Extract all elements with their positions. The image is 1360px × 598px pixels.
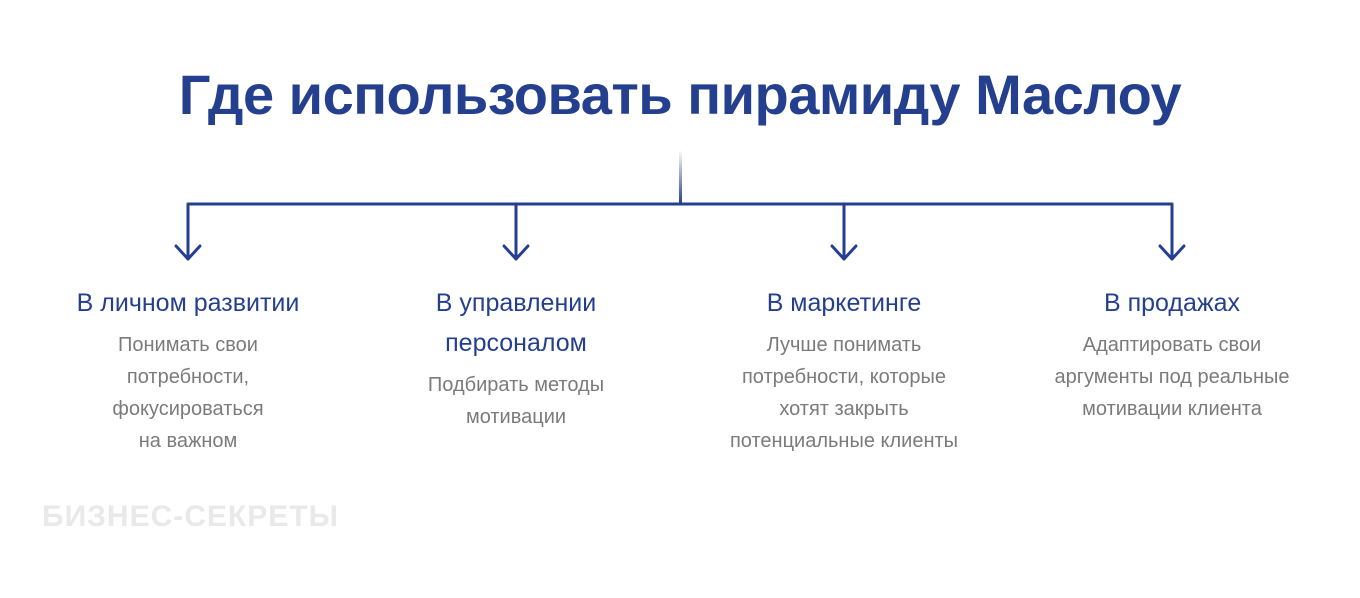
column-heading: В управлении персоналом <box>435 289 597 357</box>
trunk-line <box>679 150 682 204</box>
column-heading: В маркетинге <box>766 289 922 317</box>
column-body: Лучше понимать потребности, которые хотя… <box>729 334 959 452</box>
arrow-down-icon <box>830 202 858 261</box>
column-body: Подбирать методы мотивации <box>427 374 605 428</box>
arrow-down-icon <box>174 202 202 261</box>
watermark-logo: БИЗНЕС-СЕКРЕТЫ <box>42 500 339 533</box>
column-heading: В продажах <box>1103 289 1241 317</box>
arrow-down-icon <box>1158 202 1186 261</box>
column-personal-development: В личном развитии Понимать свои потребно… <box>28 283 348 457</box>
column-body: Понимать свои потребности, фокусироватьс… <box>112 334 264 452</box>
column-marketing: В маркетинге Лучше понимать потребности,… <box>684 283 1004 457</box>
column-sales: В продажах Адаптировать свои аргументы п… <box>1012 283 1332 425</box>
arrow-down-icon <box>502 202 530 261</box>
column-heading: В личном развитии <box>76 289 300 317</box>
diagram-title: Где использовать пирамиду Маслоу <box>178 63 1182 126</box>
column-personnel-management: В управлении персоналом Подбирать методы… <box>356 283 676 433</box>
column-body: Адаптировать свои аргументы под реальные… <box>1054 334 1290 420</box>
